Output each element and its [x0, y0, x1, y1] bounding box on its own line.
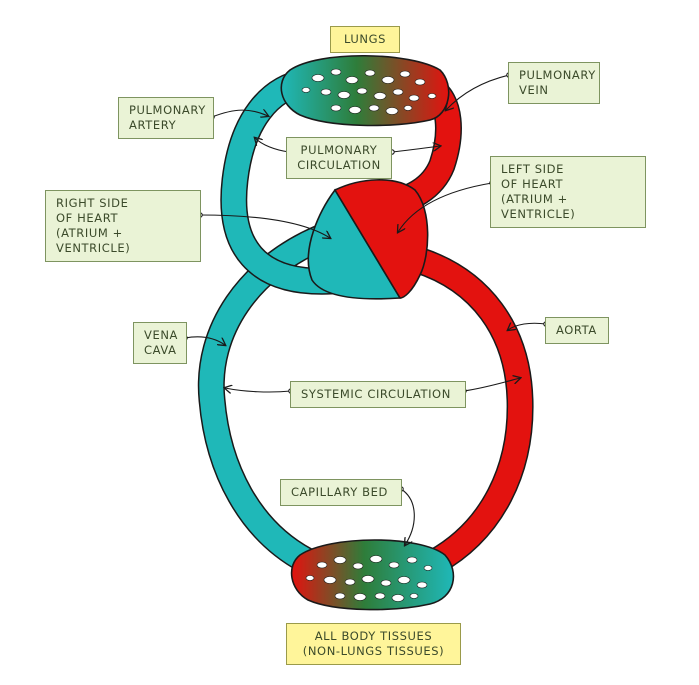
label-right-heart: RIGHT SIDE OF HEART (ATRIUM + VENTRICLE): [45, 190, 201, 262]
body-capillary-bed: [290, 539, 455, 611]
label-systemic-circulation: SYSTEMIC CIRCULATION: [290, 381, 466, 408]
heart-left-side: [333, 179, 429, 299]
label-capillary-bed: CAPILLARY BED: [280, 479, 402, 506]
body-cells: [305, 555, 433, 602]
heart-right-side: [307, 188, 402, 300]
lungs-title: LUNGS: [330, 26, 400, 53]
label-pulmonary-circulation: PULMONARY CIRCULATION: [286, 137, 392, 179]
label-pulmonary-artery: PULMONARY ARTERY: [118, 97, 214, 139]
aorta-vessel: [404, 246, 534, 576]
label-pulmonary-vein: PULMONARY VEIN: [508, 62, 600, 104]
label-left-heart: LEFT SIDE OF HEART (ATRIUM + VENTRICLE): [490, 156, 646, 228]
label-aorta: AORTA: [545, 317, 609, 344]
lungs-cells: [301, 68, 437, 115]
body-tissues-title: ALL BODY TISSUES (NON-LUNGS TISSUES): [286, 623, 461, 665]
label-vena-cava: VENA CAVA: [133, 322, 187, 364]
